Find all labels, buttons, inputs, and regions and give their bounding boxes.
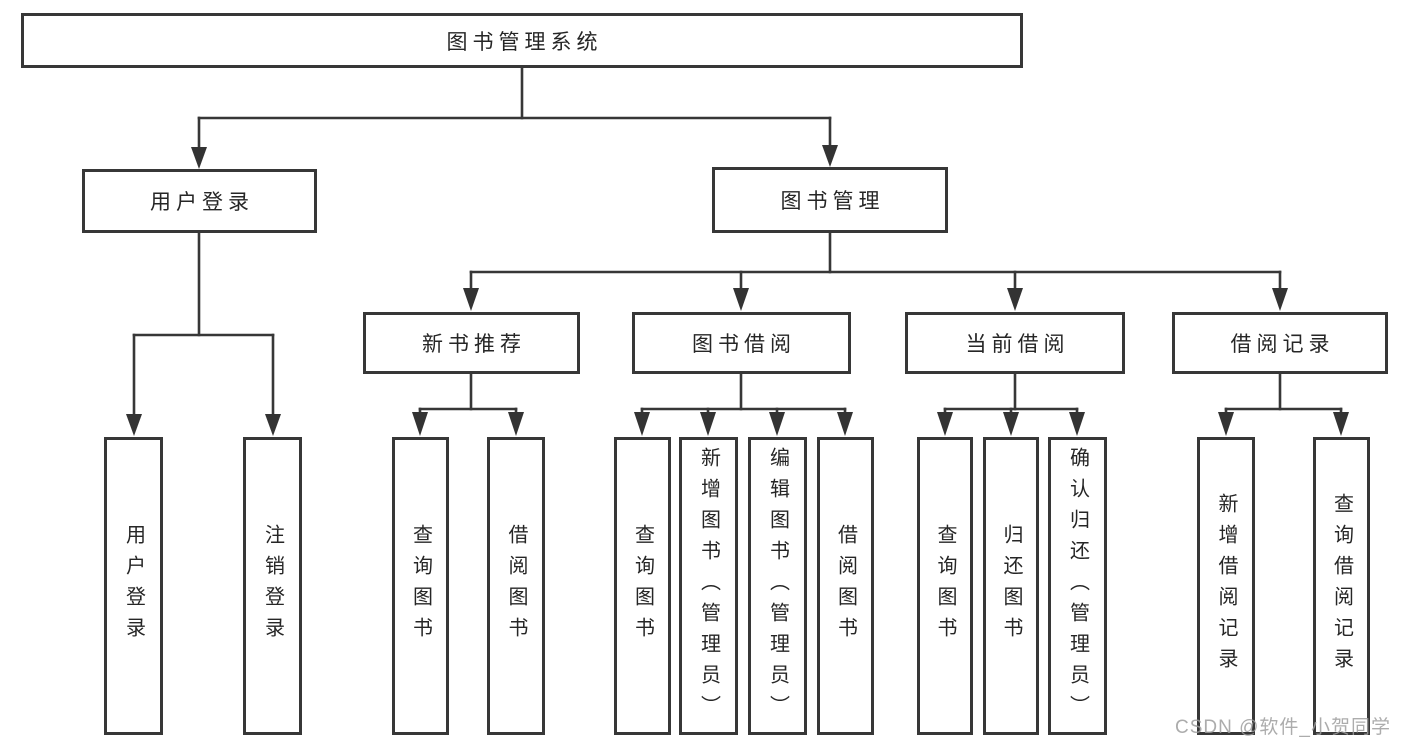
leaf-confirm-return-admin: 确认归还（管理员）: [1048, 437, 1107, 735]
node-label: 借阅图书: [834, 524, 857, 648]
node-label: 查询图书: [409, 524, 432, 648]
node-label: 图书管理: [780, 190, 885, 213]
node-label: 用户登录: [122, 524, 145, 648]
leaf-user-login: 用户登录: [104, 437, 163, 735]
node-label: 图书借阅: [692, 333, 796, 356]
leaf-borrow-books-recommend: 借阅图书: [487, 437, 545, 735]
leaf-add-books-admin: 新增图书（管理员）: [679, 437, 738, 735]
leaf-return-books: 归还图书: [983, 437, 1039, 735]
leaf-query-books-recommend: 查询图书: [392, 437, 449, 735]
leaf-logout: 注销登录: [243, 437, 302, 735]
node-label: 借阅图书: [505, 524, 527, 648]
node-user-login: 用户登录: [82, 169, 317, 233]
node-label: 借阅记录: [1230, 333, 1335, 356]
node-label: 新书推荐: [422, 333, 526, 356]
node-new-book-recommend: 新书推荐: [363, 312, 580, 374]
leaf-query-books-borrow: 查询图书: [614, 437, 671, 735]
node-label: 新增借阅记录: [1215, 493, 1237, 679]
node-label: 查询图书: [631, 524, 654, 648]
leaf-query-borrow-record: 查询借阅记录: [1313, 437, 1370, 735]
node-label: 确认归还（管理员）: [1066, 446, 1089, 726]
node-label: 归还图书: [1000, 524, 1022, 648]
node-book-borrow: 图书借阅: [632, 312, 851, 374]
csdn-watermark: CSDN @软件_小贺同学: [1175, 717, 1391, 738]
node-label: 用户登录: [150, 191, 254, 214]
node-label: 查询借阅记录: [1330, 493, 1353, 679]
leaf-query-books-current: 查询图书: [917, 437, 973, 735]
node-root-library-system: 图书管理系统: [21, 13, 1023, 68]
leaf-edit-books-admin: 编辑图书（管理员）: [748, 437, 807, 735]
node-label: 图书管理系统: [446, 30, 603, 54]
node-label: 查询图书: [934, 524, 956, 648]
node-label: 注销登录: [261, 524, 284, 648]
node-label: 编辑图书（管理员）: [766, 446, 789, 726]
node-label: 新增图书（管理员）: [697, 446, 720, 726]
node-label: 当前借阅: [965, 333, 1070, 356]
leaf-add-borrow-record: 新增借阅记录: [1197, 437, 1255, 735]
node-current-borrow: 当前借阅: [905, 312, 1125, 374]
leaf-borrow-books: 借阅图书: [817, 437, 874, 735]
node-book-management: 图书管理: [712, 167, 948, 233]
node-borrow-records: 借阅记录: [1172, 312, 1388, 374]
